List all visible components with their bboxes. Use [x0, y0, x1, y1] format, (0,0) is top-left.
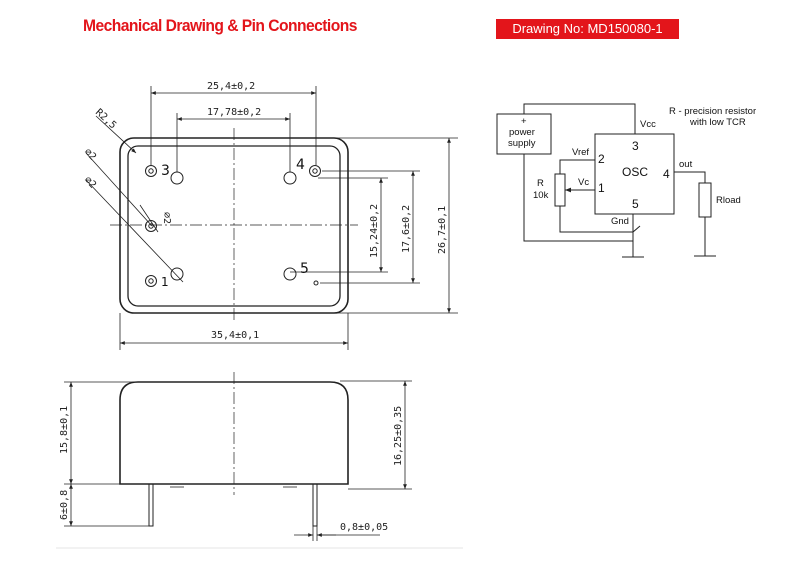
case-outline-inner — [127, 145, 341, 307]
vref-label: Vref — [572, 147, 589, 158]
side-pin-left — [148, 483, 154, 527]
dim-pin-inner-label: 17,78±0,2 — [207, 107, 261, 118]
supply-plus-label: + — [521, 116, 527, 127]
dim-dia-1-label: ⌀2 — [82, 147, 98, 163]
dim-pin-outer-label: 25,4±0,2 — [207, 81, 255, 92]
osc-pin-5: 5 — [632, 197, 639, 211]
dim-radius-label: R2,5 — [93, 107, 118, 131]
wire-r-bottom — [559, 206, 633, 233]
osc-label: OSC — [622, 165, 648, 179]
supply-label-line1: power — [509, 127, 535, 138]
trim-resistor — [554, 173, 566, 207]
dim-case-inner-label: 17,6±0,2 — [401, 205, 412, 253]
osc-pin-1: 1 — [598, 181, 605, 195]
dim-dia-3-label: ⌀2 — [161, 212, 172, 224]
pin-1-hole — [145, 275, 157, 287]
pin-5-label: 5 — [300, 261, 309, 277]
vcc-label: Vcc — [640, 119, 656, 130]
drawing-number-badge: Drawing No: MD150080-1 — [496, 19, 679, 39]
gnd-label: Gnd — [611, 216, 629, 227]
pin-center-hole — [145, 220, 157, 232]
side-body-outline — [119, 381, 349, 485]
leader-radius — [95, 115, 137, 154]
wire-vref — [559, 159, 595, 174]
dim-total-height-label: 16,25±0,35 — [393, 406, 404, 466]
mount-hole-left-bottom — [170, 267, 184, 281]
osc-pin-4: 4 — [663, 167, 670, 181]
leader-dia-2 — [85, 179, 184, 283]
pin-3-label: 3 — [161, 163, 170, 179]
note-line1: R - precision resistor — [669, 106, 756, 117]
dim-pin-length-label: 6±0,8 — [59, 490, 70, 520]
dim-dia-2-label: ⌀2 — [82, 175, 98, 191]
wire-supply-gnd — [523, 154, 633, 242]
page-title: Mechanical Drawing & Pin Connections — [83, 16, 357, 35]
dim-pin-dia-label: 0,8±0,05 — [340, 522, 388, 533]
wire-out — [674, 171, 706, 183]
osc-pin-2: 2 — [598, 152, 605, 166]
dim-height-label: 26,7±0,1 — [437, 206, 448, 254]
mount-hole-right-top — [283, 171, 297, 185]
wire-vcc — [523, 103, 636, 134]
osc-pin-3: 3 — [632, 139, 639, 153]
r-label: R — [537, 178, 544, 189]
pin-4-label: 4 — [296, 157, 305, 173]
pin-1-label: 1 — [161, 275, 169, 289]
pin-3-hole — [145, 165, 157, 177]
schematic — [496, 103, 716, 258]
dim-pin-vspan-label: 15,24±0,2 — [369, 204, 380, 258]
mount-hole-right-bottom — [283, 267, 297, 281]
pin-5-marker — [313, 280, 319, 286]
top-view — [85, 86, 458, 350]
note-line2: with low TCR — [689, 117, 746, 128]
dim-body-height-label: 15,8±0,1 — [59, 406, 70, 454]
mount-hole-left-top — [170, 171, 184, 185]
leader-dia-1 — [85, 152, 153, 227]
dim-width-label: 35,4±0,1 — [211, 330, 259, 341]
vc-label: Vc — [578, 177, 589, 188]
pin-4-hole — [309, 165, 321, 177]
r-value-label: 10k — [533, 190, 549, 201]
supply-label-line2: supply — [508, 138, 536, 149]
out-label: out — [679, 159, 693, 170]
side-pin-right — [312, 483, 318, 527]
rload-label: Rload — [716, 195, 741, 206]
side-view — [64, 372, 412, 541]
load-resistor — [698, 182, 712, 218]
